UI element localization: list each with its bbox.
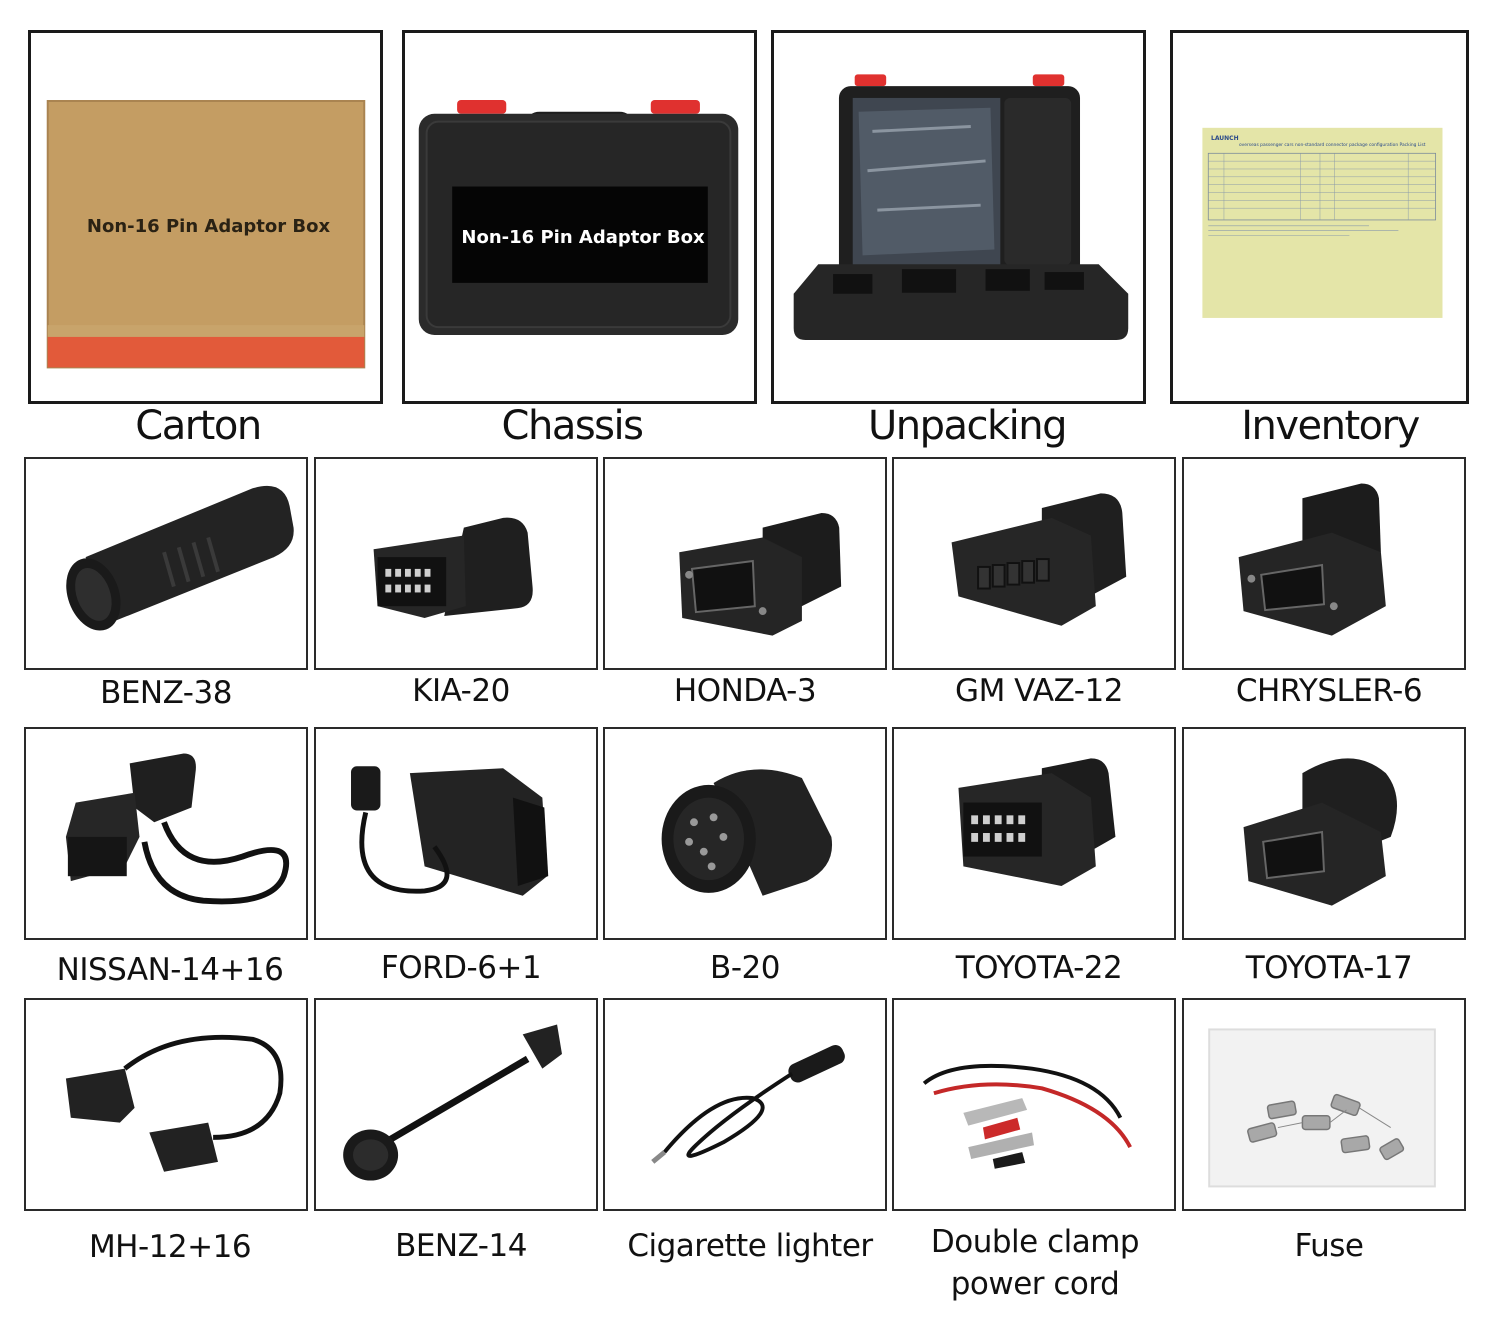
caption-gm-vaz-12: GM VAZ-12 <box>955 673 1123 709</box>
db-adapter-icon <box>1238 483 1386 636</box>
wide-adapter-icon <box>951 493 1127 626</box>
item-frame-toyota-17 <box>1182 727 1466 940</box>
caption-inventory: Inventory <box>1241 403 1420 449</box>
sheet-brand: LAUNCH <box>1211 135 1239 142</box>
round-connector-icon <box>66 485 294 631</box>
caption-nissan-14-16: NISSAN-14+16 <box>56 952 284 988</box>
caption-unpacking: Unpacking <box>867 403 1068 449</box>
item-frame-nissan-14-16 <box>24 727 308 940</box>
caption-benz-38: BENZ-38 <box>100 675 232 711</box>
cable-adapter-icon <box>65 753 290 905</box>
item-frame-fuse <box>1182 998 1466 1211</box>
item-frame-mh-12-16 <box>24 998 308 1211</box>
unpacking-frame <box>771 30 1146 404</box>
caption-benz-14: BENZ-14 <box>395 1228 527 1264</box>
rect-adapter-icon <box>958 758 1116 886</box>
item-frame-benz-38 <box>24 457 308 670</box>
caption-double-clamp: Double clamp power cord <box>930 1224 1140 1302</box>
caption-honda-3: HONDA-3 <box>673 673 817 709</box>
sheet-title: overseas passenger cars non-standard con… <box>1239 143 1426 148</box>
cable-icon <box>343 1024 562 1181</box>
item-frame-honda-3 <box>603 457 887 670</box>
caption-carton: Carton <box>135 403 262 449</box>
item-frame-kia-20 <box>314 457 598 670</box>
round-elbow-icon <box>661 769 833 896</box>
caption-chassis: Chassis <box>501 403 644 449</box>
packing-list-sheet-image <box>1202 127 1443 318</box>
chassis-frame: Non-16 Pin Adaptor Box <box>402 30 757 404</box>
cable-adapter-icon <box>351 766 549 896</box>
carton-box-text: Non-16 Pin Adaptor Box <box>86 216 331 237</box>
rect-adapter-icon <box>373 517 533 618</box>
caption-cigarette-lighter: Cigarette lighter <box>627 1228 873 1264</box>
chassis-case-image <box>418 100 739 335</box>
db-adapter-icon <box>679 512 842 636</box>
caption-toyota-22: TOYOTA-22 <box>955 950 1123 986</box>
item-frame-cigarette-lighter <box>603 998 887 1211</box>
caption-toyota-17: TOYOTA-17 <box>1245 950 1413 986</box>
item-frame-double-clamp <box>892 998 1176 1211</box>
caption-fuse: Fuse <box>1294 1228 1364 1264</box>
item-frame-b-20 <box>603 727 887 940</box>
chassis-box-text: Non-16 Pin Adaptor Box <box>461 227 705 248</box>
fuse-bag-icon <box>1208 1028 1436 1188</box>
item-frame-gm-vaz-12 <box>892 457 1176 670</box>
open-case-image <box>793 74 1129 340</box>
caption-b-20: B-20 <box>710 950 780 986</box>
cigarette-cable-icon <box>651 1045 845 1164</box>
caption-ford-6-1: FORD-6+1 <box>380 950 542 986</box>
y-cable-icon <box>65 1034 284 1172</box>
round-db-adapter-icon <box>1243 758 1398 906</box>
item-frame-ford-6-1 <box>314 727 598 940</box>
caption-chrysler-6: CHRYSLER-6 <box>1235 673 1423 709</box>
clamp-cable-icon <box>922 1063 1132 1169</box>
carton-image <box>46 100 366 369</box>
caption-mh-12-16: MH-12+16 <box>88 1229 252 1265</box>
carton-frame: Non-16 Pin Adaptor Box <box>28 30 383 404</box>
caption-kia-20: KIA-20 <box>412 673 510 709</box>
item-frame-toyota-22 <box>892 727 1176 940</box>
inventory-frame: LAUNCH overseas passenger cars non-stand… <box>1170 30 1469 404</box>
item-frame-benz-14 <box>314 998 598 1211</box>
item-frame-chrysler-6 <box>1182 457 1466 670</box>
